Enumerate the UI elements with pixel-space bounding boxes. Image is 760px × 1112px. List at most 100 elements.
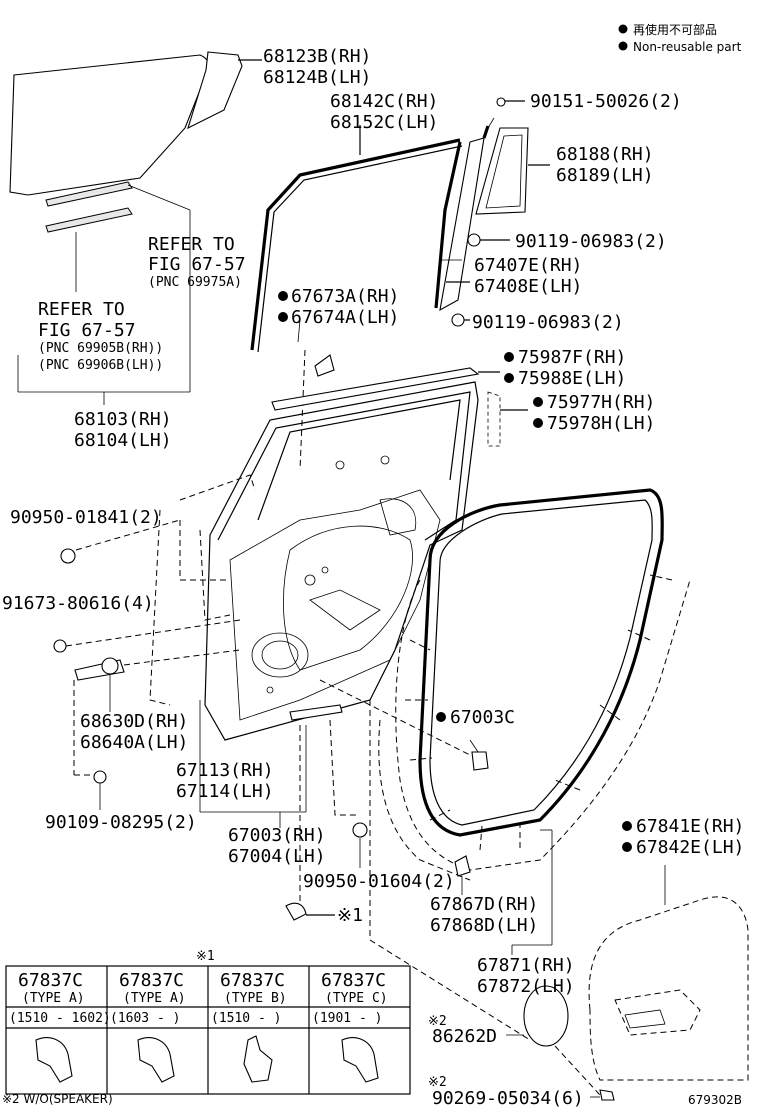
label-68188: 68188(RH) [556,144,654,165]
label-67674a: 67674A(LH) [291,307,399,328]
bullet-icon [436,712,446,722]
table-type: (TYPE A) [123,991,186,1006]
door-trim-illustration [506,865,749,1101]
screw-icon [467,233,481,247]
label-67868d: 67868D(LH) [430,915,538,936]
label-75988e: 75988E(LH) [518,368,626,389]
plug-icon [352,822,368,838]
pnc-b1: (PNC 69905B(RH)) [38,341,163,356]
weatherstrip-illustration [378,488,691,955]
label-90269: 90269-05034(6) [432,1088,584,1109]
label-75977h: 75977H(RH) [547,392,655,413]
label-90950-b: 90950-01604(2) [303,871,455,892]
table-part: 67837C [220,970,285,991]
legend-en: Non-reusable part [633,40,742,54]
label-67842e: 67842E(LH) [636,837,744,858]
legend-jp: 再使用不可部品 [633,22,717,37]
grommet-type-a-icon [35,1037,73,1083]
label-68152c: 68152C(LH) [330,112,438,133]
label-67003c: 67003C [450,707,515,728]
pnc-b2: (PNC 69906B(LH)) [38,358,163,373]
label-91673: 91673-80616(4) [2,593,154,614]
bullet-icon [618,41,628,51]
label-67003: 67003(RH) [228,825,326,846]
table-range: (1901 - ) [312,1011,382,1026]
table-part: 67837C [321,970,386,991]
window-frame-illustration [250,97,550,471]
label-68142c: 68142C(RH) [330,91,438,112]
ref-mark-2b: ※2 [428,1075,447,1090]
label-86262d: 86262D [432,1026,497,1047]
grommet-type-c-icon [341,1037,379,1083]
label-67871: 67871(RH) [477,955,575,976]
plug-icon [60,548,76,564]
grommet-type-a-icon [137,1037,175,1083]
fig-ref-a: FIG 67-57 [148,254,246,275]
bullet-icon [533,418,543,428]
screw-icon [496,97,506,107]
refer-to-b: REFER TO [38,299,125,320]
refer-to-a: REFER TO [148,234,235,255]
label-68189: 68189(LH) [556,165,654,186]
bullet-icon [622,821,632,831]
bullet-icon [278,312,288,322]
label-67407e: 67407E(RH) [474,255,582,276]
bullet-icon [504,352,514,362]
table-range: (1510 - 1602) [9,1011,111,1026]
fig-ref-b: FIG 67-57 [38,320,136,341]
grommet-type-b-icon [243,1035,273,1083]
table-column: 67837C (TYPE A) (1510 - 1602) [9,970,111,1083]
label-90119-b: 90119-06983(2) [472,312,624,333]
bullet-icon [278,291,288,301]
leader-lines [297,259,462,343]
label-68640a: 68640A(LH) [80,732,188,753]
table-part: 67837C [18,970,83,991]
bolt-icon [53,639,67,653]
label-75978h: 75978H(LH) [547,413,655,434]
label-68104: 68104(LH) [74,430,172,451]
label-67867d: 67867D(RH) [430,894,538,915]
table-column: 67837C (TYPE C) (1901 - ) [312,970,388,1083]
variant-table: ※1 67837C (TYPE A) (1510 - 1602) 67837C … [5,949,411,1095]
door-glass-illustration [9,51,262,405]
label-75987f: 75987F(RH) [518,347,626,368]
label-68123b: 68123B(RH) [263,46,371,67]
bullet-icon [618,24,628,34]
label-90151: 90151-50026(2) [530,91,682,112]
table-type: (TYPE C) [325,991,388,1006]
ref-mark-2a: ※2 [428,1014,447,1029]
legend: 再使用不可部品 Non-reusable part [618,22,742,54]
screw-icon [451,313,465,327]
footnote: ※2 W/O(SPEAKER) [2,1092,113,1106]
label-67113: 67113(RH) [176,760,274,781]
table-range: (1603 - ) [110,1011,180,1026]
table-part: 67837C [119,970,184,991]
label-90109: 90109-08295(2) [45,812,197,833]
pnc-a: (PNC 69975A) [148,275,242,290]
bullet-icon [622,842,632,852]
bullet-icon [504,373,514,383]
table-column: 67837C (TYPE B) (1510 - ) [211,970,287,1083]
label-67004: 67004(LH) [228,846,326,867]
label-67872: 67872(LH) [477,976,575,997]
label-68124b: 68124B(LH) [263,67,371,88]
label-90119-a: 90119-06983(2) [515,231,667,252]
label-67841e: 67841E(RH) [636,816,744,837]
part-labels: 68123B(RH) 68124B(LH) 68142C(RH) 68152C(… [2,46,744,1109]
ref-mark-1: ※1 [337,905,363,926]
label-67114: 67114(LH) [176,781,274,802]
label-67673a: 67673A(RH) [291,286,399,307]
table-type: (TYPE B) [224,991,287,1006]
label-68103: 68103(RH) [74,409,172,430]
table-marker: ※1 [196,949,215,964]
label-90950-a: 90950-01841(2) [10,507,162,528]
table-range: (1510 - ) [211,1011,281,1026]
table-type: (TYPE A) [22,991,85,1006]
bullet-icon [533,397,543,407]
figure-code: 679302B [688,1093,742,1107]
door-panel-illustration [53,367,531,1041]
label-68630d: 68630D(RH) [80,711,188,732]
table-column: 67837C (TYPE A) (1603 - ) [110,970,186,1083]
